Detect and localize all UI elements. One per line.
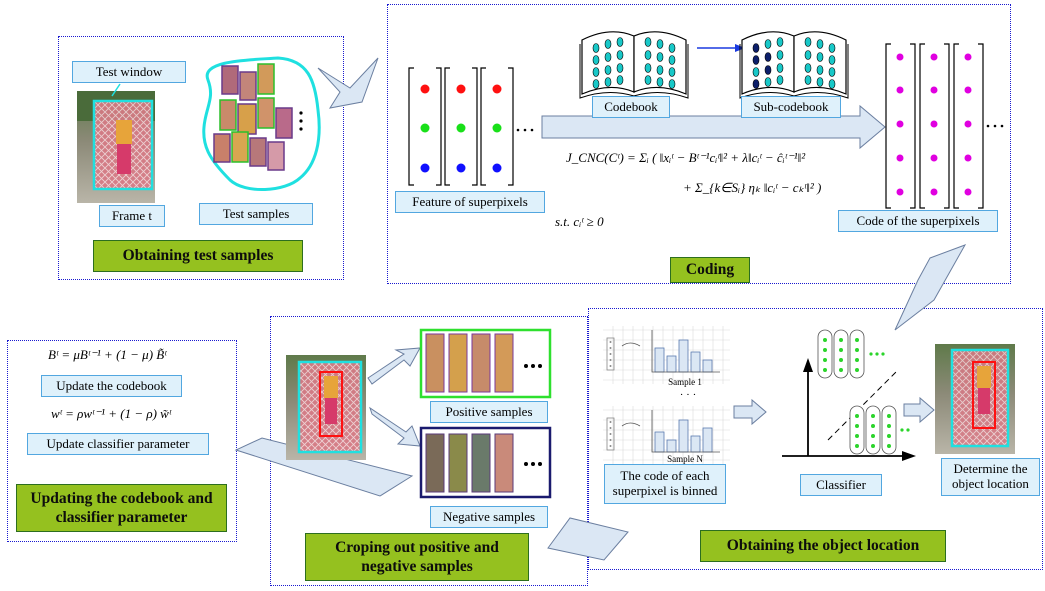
- obtaining-test-samples-title: Obtaining test samples: [93, 240, 303, 272]
- update-codebook-label: Update the codebook: [41, 375, 182, 397]
- arrow-to-coding: [317, 57, 379, 109]
- codebook-icon: [579, 31, 689, 99]
- result-photo: [935, 344, 1015, 454]
- subcodebook-label: Sub-codebook: [741, 96, 841, 118]
- objective-equation-line2: + Σ_{k∈Sᵢ} ηₖ ‖cᵢᵗ − cₖᵗ‖² ): [683, 180, 822, 195]
- classifier-axes: [782, 358, 916, 461]
- test-sample-tiles: [213, 63, 293, 171]
- positive-tiles: [425, 333, 514, 393]
- feature-ellipsis: [516, 128, 534, 132]
- test-samples-blob: [202, 56, 321, 191]
- feature-of-superpixels-label: Feature of superpixels: [395, 191, 545, 213]
- objective-equation-line1: J_CNC(Cᵗ) = Σᵢ ( ‖xᵢᵗ − Bᵗ⁻¹cᵢᵗ‖² + λ‖cᵢ…: [566, 150, 806, 165]
- arrow-histogram-to-classifier: [733, 398, 767, 426]
- obtaining-object-location-title: Obtaining the object location: [700, 530, 946, 562]
- updating-title: Updating the codebook and classifier par…: [16, 484, 227, 532]
- codebook-update-equation: Bᵗ = μBᵗ⁻¹ + (1 − μ) B̃ᵗ: [48, 347, 167, 362]
- arrow-to-positive: [367, 347, 421, 385]
- panel-obtaining-test-samples: [58, 36, 344, 280]
- crop-photo: [286, 355, 366, 460]
- determine-location-label: Determine the object location: [941, 458, 1040, 496]
- arrow-classifier-to-location: [903, 396, 935, 424]
- panel-coding: [387, 4, 1011, 284]
- ellipsis-dots: [299, 111, 303, 131]
- classifier-positive: [817, 329, 865, 379]
- sample-n-label: Sample N: [667, 454, 703, 464]
- code-of-superpixels-label: Code of the superpixels: [838, 210, 998, 232]
- code-dots: [896, 53, 972, 196]
- binned-label: The code of each superpixel is binned: [604, 464, 726, 504]
- code-vectors: [885, 43, 984, 209]
- test-window-label: Test window: [72, 61, 186, 83]
- classifier-update-equation: wᵗ = ρwᵗ⁻¹ + (1 − ρ) w̃ᵗ: [51, 406, 172, 421]
- codebook-label: Codebook: [592, 96, 670, 118]
- feature-dots: [420, 84, 502, 173]
- arrow-location-to-cropping: [547, 517, 629, 561]
- positive-samples-label: Positive samples: [430, 401, 548, 423]
- update-classifier-label: Update classifier parameter: [27, 433, 209, 455]
- arrow-to-negative: [369, 406, 421, 447]
- sample-dots: · · ·: [679, 389, 697, 401]
- negative-samples-label: Negative samples: [430, 506, 548, 528]
- panel-obtaining-object-location: [588, 308, 1043, 570]
- test-samples-label: Test samples: [199, 203, 313, 225]
- coding-title: Coding: [670, 257, 750, 283]
- arrow-coding-to-location: [894, 244, 967, 331]
- sample-1-label: Sample 1: [668, 377, 702, 387]
- classifier-negative: [849, 405, 897, 455]
- cropping-title: Croping out positive and negative sample…: [305, 533, 529, 581]
- negative-tiles: [425, 433, 514, 493]
- nonnegativity-constraint: s.t. cᵢᵗ ≥ 0: [555, 214, 604, 229]
- mini-vectors: [606, 337, 615, 451]
- feature-vectors: [408, 67, 514, 186]
- frame-photo: [77, 91, 155, 203]
- classifier-label: Classifier: [800, 474, 882, 496]
- panel-updating: [7, 340, 237, 542]
- subcodebook-icon: [739, 31, 849, 99]
- frame-label: Frame t: [99, 205, 165, 227]
